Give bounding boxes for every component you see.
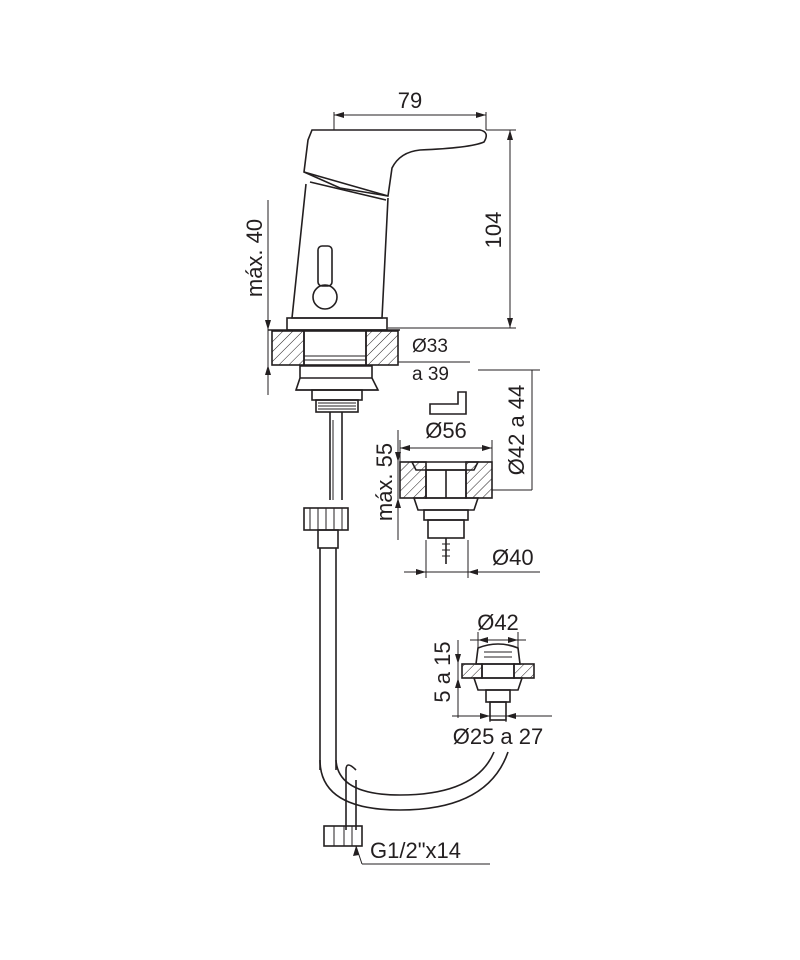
faucet-body xyxy=(268,129,488,331)
dim-hole-diameter-top: Ø33 xyxy=(412,336,448,357)
countertop-section xyxy=(271,330,399,366)
dim-trap-bottom: Ø25 a 27 xyxy=(453,724,544,749)
mounting-nut xyxy=(294,365,380,413)
dim-trap-top: Ø42 xyxy=(477,610,519,635)
dim-drain-body: Ø40 xyxy=(492,545,534,570)
dim-drain-flange: Ø56 xyxy=(425,418,467,443)
dim-hole-diameter-bottom: a 39 xyxy=(412,364,449,385)
dim-max-counter-thickness: máx. 40 xyxy=(242,219,267,297)
flexible-hose xyxy=(303,412,509,847)
dim-drain-max-thickness: máx. 55 xyxy=(372,443,397,521)
dim-trap-thickness: 5 a 15 xyxy=(430,641,455,702)
pop-up-drain xyxy=(399,391,493,564)
dim-total-height: 104 xyxy=(481,212,506,249)
dim-hose-thread: G1/2"x14 xyxy=(370,838,461,863)
dim-spout-reach: 79 xyxy=(398,88,422,113)
trap-fitting xyxy=(461,643,535,721)
dimension-lines xyxy=(265,112,552,865)
dim-drain-range: Ø42 a 44 xyxy=(504,385,529,476)
